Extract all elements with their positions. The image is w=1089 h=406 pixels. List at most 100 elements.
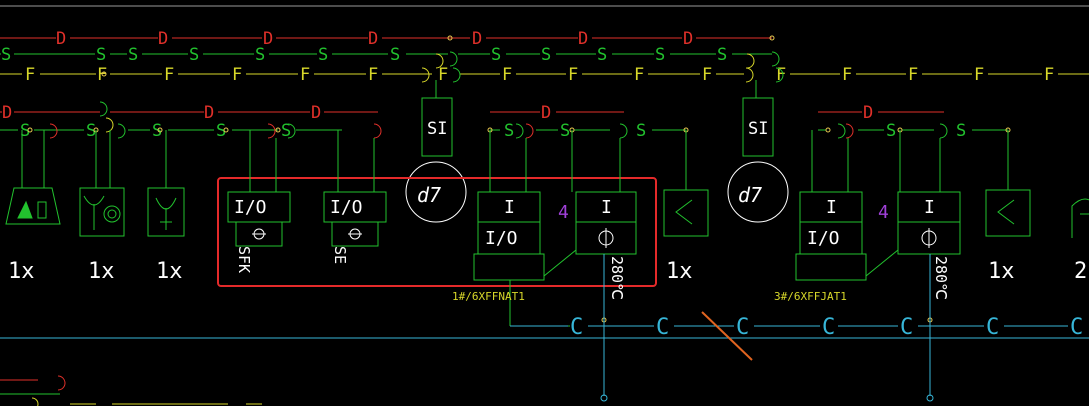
temp-label: 280℃ [608,256,626,300]
s-line-top-labels: S S S S S S S S S S S S [1,45,727,65]
s-label: S [20,121,30,141]
s-label: S [636,121,646,141]
io-label: I/O [485,228,518,249]
four-label: 4 [558,202,569,223]
one-x-labels: 1x 1x 1x 1x 1x 2 [8,259,1087,284]
d-line-mid-labels: D D D D D [2,103,873,123]
device-zigzag-icon[interactable] [663,130,709,237]
c-label: C [822,315,835,340]
c-line-labels: C C C C C C C [570,315,1083,340]
s-line-mid-labels: S S S S S S S S S S [20,121,966,141]
i-label: I [601,197,612,218]
d-label: D [158,29,168,49]
selection-highlight-box[interactable] [217,177,657,287]
c-label: C [570,315,583,340]
d7-label: d7 [738,183,762,207]
io-label: I/O [330,197,363,218]
si-box-2[interactable]: SI [742,80,774,157]
d-label: D [263,29,273,49]
io-module-sfk[interactable]: I/O SFK [227,130,291,273]
io-stack-unit3[interactable]: I I/O [795,130,867,281]
sfk-label: SFK [235,246,253,273]
unit3-tag: 3#/6XFFJAT1 [774,290,847,303]
se-label: SE [331,246,349,264]
s-label: S [318,45,328,65]
unit1-tag: 1#/6XFFNAT1 [452,290,525,303]
s-label: S [96,45,106,65]
s-label: S [128,45,138,65]
sensor-stack-unit1[interactable]: I 4 280℃ [543,130,637,396]
io-label: I/O [234,197,267,218]
device-zigzag-icon[interactable] [985,130,1031,237]
s-label: S [86,121,96,141]
f-label: F [502,65,512,85]
d7-label: d7 [417,183,441,207]
d-label: D [863,103,873,123]
d-label: D [56,29,66,49]
s-label: S [956,121,966,141]
d-label: D [2,103,12,123]
s-label: S [255,45,265,65]
c-label: C [986,315,999,340]
c-label: C [656,315,669,340]
f-label: F [634,65,644,85]
f-label: F [368,65,378,85]
device-valve-icon[interactable] [79,130,125,237]
d-label: D [578,29,588,49]
s-label: S [541,45,551,65]
f-label: F [438,65,448,85]
orange-break-line [701,311,753,361]
s-label: S [216,121,226,141]
f-label: F [232,65,242,85]
junction-nodes [27,35,1011,323]
io-module-se[interactable]: I/O SE [323,130,387,264]
one-x-label: 1x [88,259,115,284]
d-label: D [311,103,321,123]
one-x-label: 1x [156,259,183,284]
s-label: S [717,45,727,65]
c-label: C [1070,315,1083,340]
f-label: F [25,65,35,85]
s-label: S [886,121,896,141]
d-label: D [472,29,482,49]
d-label: D [204,103,214,123]
io-stack-unit1[interactable]: I I/O [473,130,570,327]
one-x-label: 1x [666,259,693,284]
f-label: F [908,65,918,85]
sensor-stack-unit3[interactable]: I 4 280℃ [865,130,961,396]
c-label: C [900,315,913,340]
d7-circle-2[interactable]: d7 [727,161,789,223]
si-box-1[interactable]: SI [421,80,453,157]
f-label: F [776,65,786,85]
device-flask-icon[interactable] [5,130,61,225]
four-label: 4 [878,202,889,223]
d-label: D [368,29,378,49]
i-label: I [826,197,837,218]
f-label: F [164,65,174,85]
i-label: I [924,197,935,218]
line-crossover-hops [49,51,948,139]
d-line-top-labels: D D D D D D D [56,29,693,49]
device-cup-icon[interactable] [147,130,185,237]
io-label: I/O [807,228,840,249]
d7-circle-1[interactable]: d7 [405,161,467,223]
f-label: F [568,65,578,85]
f-label: F [974,65,984,85]
s-label: S [1,45,11,65]
si-label: SI [748,119,768,139]
s-label: S [504,121,514,141]
temp-label: 280℃ [932,256,950,300]
f-label: F [1044,65,1054,85]
cyan-terminal-markers [600,394,934,402]
bottom-left-lines [0,375,262,406]
f-line-top-labels: F F F F F F F F F F F F F F F F [25,65,1054,85]
f-label: F [702,65,712,85]
s-label: S [560,121,570,141]
si-label: SI [427,119,447,139]
device-tank-icon[interactable] [1071,198,1089,238]
one-x-label: 1x [988,259,1015,284]
s-label: S [281,121,291,141]
s-label: S [491,45,501,65]
